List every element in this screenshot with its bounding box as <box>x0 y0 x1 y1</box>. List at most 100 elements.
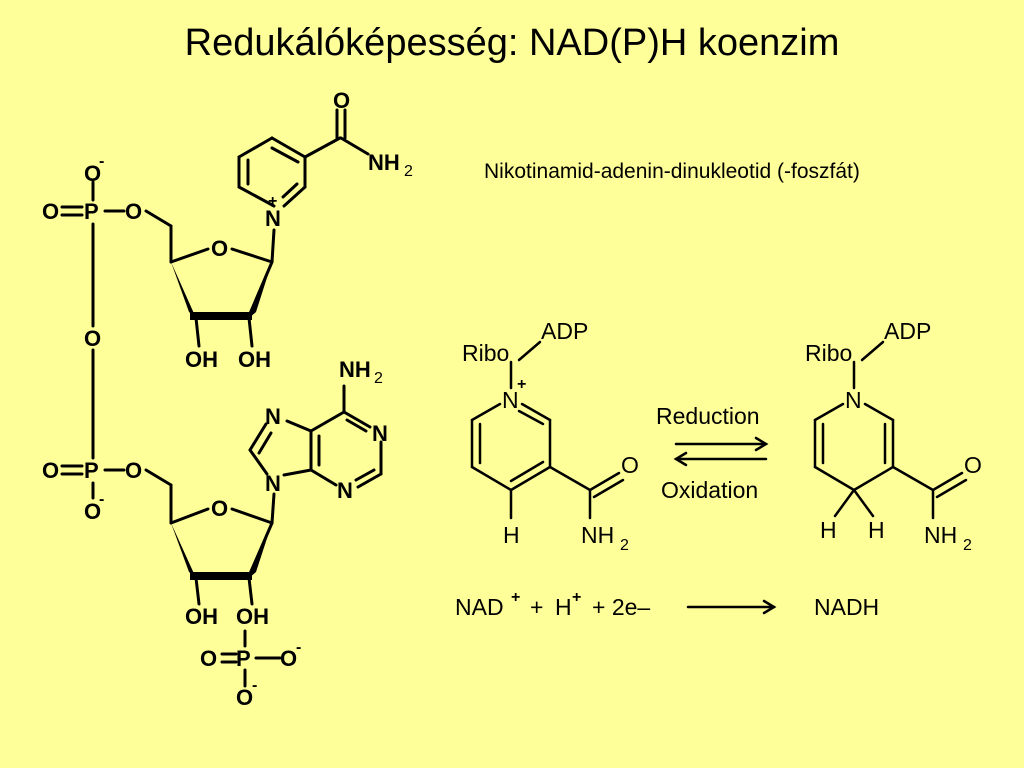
nadh-c2-n <box>863 402 895 422</box>
equation-plus-1: + <box>530 594 543 620</box>
adenine-c6-n1-inner <box>345 418 368 433</box>
nadplus-amide-nh: NH <box>581 522 614 548</box>
nadh-ribo: Ribo <box>805 340 852 366</box>
reduction-label: Reduction <box>656 403 760 429</box>
nadh-c4-h-right <box>852 488 875 518</box>
nadh-amide-sub2: 2 <box>963 537 972 554</box>
reaction-scheme: Ribo ADP N + H O NH 2 Reduction Oxidatio… <box>462 318 982 554</box>
adenine-n7-c5 <box>285 419 313 433</box>
atom-pyridinium-n: N <box>265 206 281 231</box>
adenine-c5-c6 <box>309 410 346 433</box>
oxidation-arrow-head <box>673 451 688 467</box>
nadp-structure: O - O P O O O P O O - O OH OH N + O NH 2… <box>42 88 413 710</box>
nadplus-charge: + <box>517 376 526 393</box>
atom-p-top: P <box>84 199 99 224</box>
adenine-n9-c4 <box>282 468 313 477</box>
atom-p-bottom: P <box>84 458 99 483</box>
atom-oh-c3-bottom: OH <box>185 604 218 629</box>
nadplus-ribo-adp-bond <box>517 340 542 362</box>
atom-adenine-n3: N <box>337 478 353 503</box>
ribose-bottom-c1-n9 <box>270 492 276 525</box>
nadplus-amide-o: O <box>621 452 639 478</box>
atom-phosphate2-p: P <box>236 646 251 671</box>
atom-adenine-n1: N <box>372 421 388 446</box>
nadplus-c2-n <box>520 402 552 422</box>
nadplus-amide-co-a <box>588 471 621 492</box>
atom-phosphate2-o-right: O <box>280 646 297 671</box>
ribose-bottom-o-c1 <box>230 507 274 525</box>
atom-adenine-sub2: 2 <box>374 370 383 387</box>
ribose-bottom-c2-o <box>247 576 254 606</box>
ribose-top-c3-oh <box>194 316 201 348</box>
pyridinium-c2-n <box>282 185 307 208</box>
atom-o-minus-top: O <box>84 161 101 186</box>
nadh-h-left: H <box>820 517 837 543</box>
atom-o-double-top: O <box>42 199 59 224</box>
adenine-c2-n3 <box>356 472 383 489</box>
equation: NAD + + H + + 2e– NADH <box>455 589 879 620</box>
adenine-c8-n7 <box>248 422 268 452</box>
ribose-bottom-c3-oh <box>194 576 201 606</box>
atom-adenine-n9: N <box>265 471 281 496</box>
ribose-bottom-wedge-left <box>171 523 196 578</box>
amide-c3-c <box>303 136 342 159</box>
nadplus-adp: ADP <box>541 318 588 344</box>
pyridinium-c5-c4 <box>237 136 274 159</box>
atom-ring-o-bottom: O <box>211 496 228 521</box>
atom-o-bridge: O <box>84 326 101 351</box>
pyridinium-c2-n-inner <box>281 182 299 199</box>
nadplus-n: N <box>502 387 519 413</box>
bond-o-ch2-top <box>144 209 173 228</box>
equation-electrons: + 2e– <box>592 594 650 620</box>
equation-h: H <box>555 594 572 620</box>
equation-nad-charge: + <box>511 589 520 606</box>
nadh-h-right: H <box>868 517 885 543</box>
nadplus-c3-amide-c <box>548 465 592 492</box>
ribose-bottom-wedge-right <box>249 523 272 578</box>
equation-h-charge: + <box>572 589 581 606</box>
nadplus-c2-n-inner <box>517 409 545 426</box>
slide-subtitle: Nikotinamid-adenin-dinukleotid (-foszfát… <box>484 160 860 183</box>
nadh-c5-c4 <box>813 465 856 492</box>
nadh-adp: ADP <box>884 318 931 344</box>
nadh-ribo-adp-bond <box>860 340 885 362</box>
nadh-amide-co-b <box>935 478 968 499</box>
ribose-top-c2-oh <box>247 316 254 348</box>
ribose-top-wedge-right <box>249 262 272 318</box>
ribose-bottom-bold-bond <box>190 572 252 580</box>
atom-phosphate2-o-double: O <box>200 646 217 671</box>
pyridinium-n-c6 <box>237 185 276 208</box>
ribose-top-c4-o <box>169 247 210 264</box>
ribose-top-bold-bond <box>190 312 252 320</box>
reduction-arrow-head <box>754 436 769 452</box>
equation-arrow-head <box>762 599 777 615</box>
atom-o-double-bottom: O <box>42 458 59 483</box>
atom-adenine-nh: NH <box>339 357 371 382</box>
atom-o-minus-bottom: O <box>84 499 101 524</box>
nadplus-n-c6 <box>470 402 502 422</box>
nadplus-c5-c4 <box>470 465 513 492</box>
bond-o-ch2-bottom <box>144 468 173 487</box>
atom-o-ester-top: O <box>125 199 142 224</box>
nadh-amide-nh: NH <box>924 522 957 548</box>
atom-oh-c2-top: OH <box>238 347 271 372</box>
atom-phosphate2-o-down: O <box>236 685 253 710</box>
adenine-c8-n7-inner <box>257 431 273 455</box>
ribose-top-c1-n <box>270 228 276 264</box>
ribose-top-c1-c2 <box>247 260 274 318</box>
nadplus-ribo: Ribo <box>462 340 509 366</box>
nadh-amide-co-a <box>931 471 964 492</box>
ribose-bottom-c1-c2 <box>247 521 274 578</box>
atom-amide-nh: NH <box>368 150 400 175</box>
adenine-n3-c4 <box>309 468 338 487</box>
atom-o-c2-bottom: OH <box>236 604 269 629</box>
atom-amide-o: O <box>333 88 350 113</box>
ribose-top-wedge-left <box>171 262 196 318</box>
charge-phosphate2-down: - <box>252 677 257 694</box>
nadplus-c4-c3 <box>509 465 552 492</box>
adenine-n9-c8 <box>248 448 269 476</box>
ribose-bottom-c4-o <box>169 507 210 525</box>
oxidation-label: Oxidation <box>661 477 758 503</box>
nadh-amide-o: O <box>964 452 982 478</box>
